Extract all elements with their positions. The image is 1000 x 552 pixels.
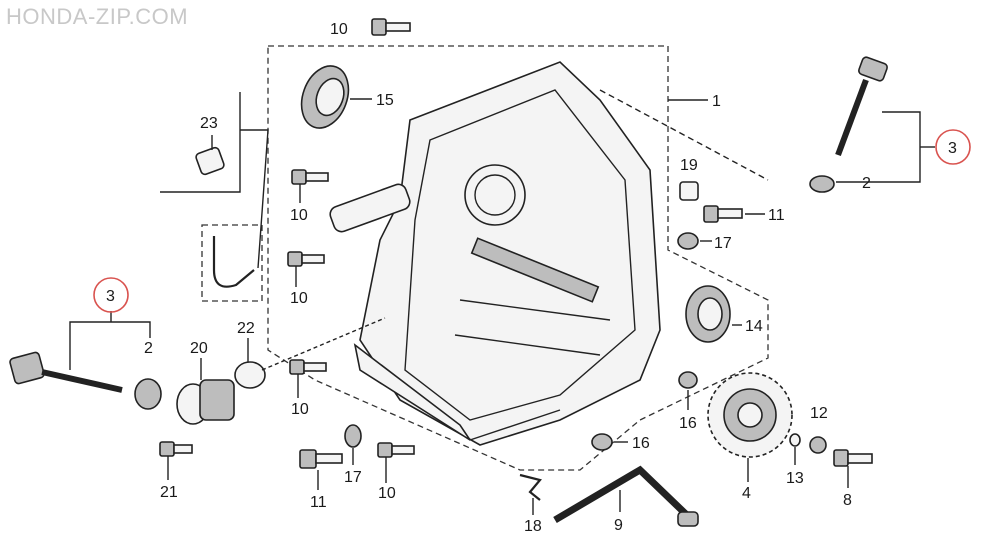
bolt-11-right (703, 205, 743, 223)
callout-10-top: 10 (330, 21, 348, 38)
callout-3-right: 3 (948, 140, 957, 157)
callout-11-right: 11 (768, 207, 785, 224)
bolt-8 (833, 449, 873, 467)
callout-15: 15 (376, 92, 394, 109)
o-ring-22 (234, 361, 266, 389)
gear-4 (707, 372, 793, 458)
assembly-boundary (267, 45, 769, 471)
washer-2-right (809, 175, 835, 193)
crankcase-body (329, 61, 661, 446)
callout-10-lower: 10 (291, 401, 309, 418)
callout-10-upper: 10 (290, 207, 308, 224)
callout-8: 8 (843, 492, 852, 509)
site-watermark: HONDA-ZIP.COM (6, 4, 189, 29)
dowel-pin-23 (195, 146, 225, 176)
callout-3-left: 3 (106, 288, 115, 305)
callout-10-middle: 10 (290, 290, 308, 307)
washer-16-right (678, 371, 698, 389)
callout-16-right: 16 (679, 415, 697, 432)
highlight-ring-3-left (93, 277, 129, 313)
clip-18 (519, 473, 542, 501)
washer-17-bottom (344, 424, 362, 448)
callout-16-center: 16 (632, 435, 650, 452)
bolt-10-top (371, 18, 411, 36)
callout-14: 14 (745, 318, 763, 335)
callout-12: 12 (810, 405, 828, 422)
bolt-10-middle (287, 251, 325, 267)
dipstick-right (835, 56, 888, 157)
washer-16-center (591, 433, 613, 451)
bolt-21 (159, 441, 193, 457)
callout-19: 19 (680, 157, 698, 174)
ring-13 (789, 433, 801, 447)
breather-hose (212, 236, 255, 288)
collar-19 (679, 181, 699, 201)
dipstick-left (9, 351, 123, 393)
oil-seal-15 (300, 65, 350, 129)
pin-group-bracket (160, 92, 241, 193)
callout-2-right: 2 (862, 175, 871, 192)
washer-17-right (677, 232, 699, 250)
callout-2-left: 2 (144, 340, 153, 357)
callout-1: 1 (712, 93, 721, 110)
hose-group-box (201, 224, 263, 302)
filler-neck-20 (176, 379, 235, 425)
bolt-10-upper (291, 169, 329, 185)
callout-20: 20 (190, 340, 208, 357)
callout-17-right: 17 (714, 235, 732, 252)
callout-21: 21 (160, 484, 178, 501)
governor-arm-9 (553, 465, 699, 527)
washer-2-left (134, 378, 162, 410)
bolt-11-bottom (299, 449, 343, 469)
callout-11-bottom: 11 (310, 494, 327, 511)
bolt-10-lower (289, 359, 327, 375)
callout-4: 4 (742, 485, 751, 502)
callout-22: 22 (237, 320, 255, 337)
callout-17-bottom: 17 (344, 469, 362, 486)
callout-23: 23 (200, 115, 218, 132)
callout-18: 18 (524, 518, 542, 535)
bearing-14 (685, 285, 731, 343)
callout-10-bottom: 10 (378, 485, 396, 502)
washer-12 (809, 436, 827, 454)
callout-13: 13 (786, 470, 804, 487)
bolt-10-bottom (377, 442, 415, 458)
callout-9: 9 (614, 517, 623, 534)
highlight-ring-3-right (935, 129, 971, 165)
